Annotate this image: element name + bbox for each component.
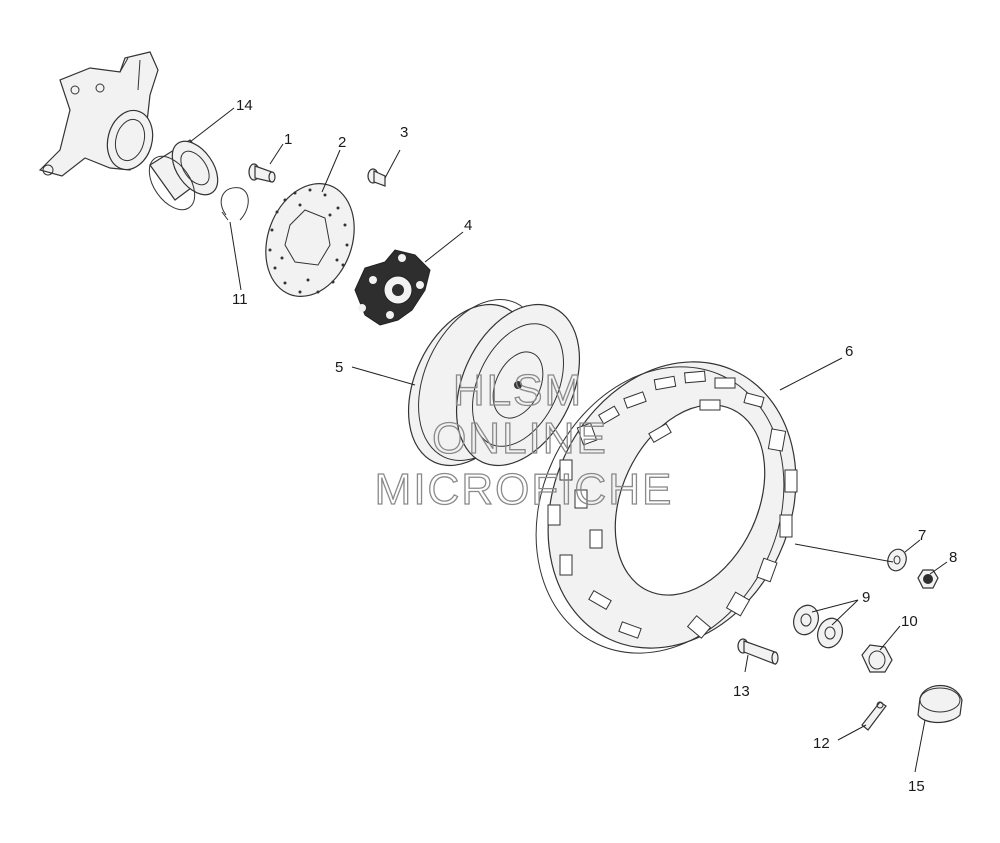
leader-line-15 [914,719,926,773]
bolt-part-1 [248,163,276,183]
leader-line-4 [424,231,464,263]
wheel-hub-part [354,249,431,326]
washer-part-9 [793,604,843,649]
leader-line-8 [929,561,948,575]
stud-bolt-part [737,638,779,665]
nut-part-8 [917,569,939,589]
leader-line-3 [384,149,401,179]
castle-nut-part [861,644,893,673]
brake-disc-part [265,183,355,297]
leader-line-12 [837,724,867,741]
dust-cap-part [917,685,963,724]
wheel-rim-part [407,299,581,467]
callout-8: 8 [949,549,957,566]
callout-10: 10 [901,613,918,630]
callout-3: 3 [400,124,408,141]
leader-line-10 [879,625,901,651]
callout-13: 13 [733,683,750,700]
washer-part-7 [887,548,907,572]
callout-1: 1 [284,131,292,148]
watermark-line-1: HLSM [453,366,583,415]
callout-11: 11 [232,291,248,308]
leader-line-13 [744,654,749,673]
callout-4: 4 [464,217,472,234]
leader-line-2 [321,149,341,193]
leader-line-5 [351,366,416,386]
callout-15: 15 [908,778,925,795]
callout-2: 2 [338,134,346,151]
leader-line-9b [831,599,859,626]
callout-5: 5 [335,359,343,376]
watermark: HLSM ONLINE MICROFICHE [374,365,674,514]
callout-9: 9 [862,589,870,606]
leader-line-1 [269,143,284,165]
leader-line-14 [189,107,235,143]
steering-knuckle-part [38,51,159,177]
leader-line-7 [794,543,894,563]
bolt-part-3 [367,168,386,187]
callout-14: 14 [236,97,253,114]
bearing-part [148,139,219,211]
snap-ring-part [220,187,249,221]
leader-lines [189,107,948,773]
leader-line-6 [779,357,843,391]
tire-part [535,361,798,654]
cotter-pin-part [861,701,887,731]
callout-7: 7 [918,527,926,544]
callout-6: 6 [845,343,853,360]
leader-line-11 [229,221,242,291]
leader-line-9a [811,599,859,613]
callout-12: 12 [813,735,830,752]
callout-labels: 1 2 3 4 5 6 7 8 9 10 11 12 13 14 15 [232,97,957,795]
watermark-line-2: ONLINE [432,414,608,463]
watermark-line-3: MICROFICHE [375,465,674,514]
leader-line-7b [904,539,921,553]
